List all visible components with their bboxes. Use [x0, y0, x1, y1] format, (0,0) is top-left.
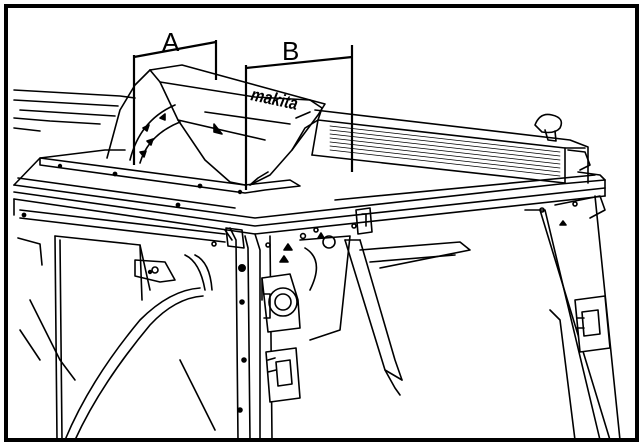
dimension-b-arrow	[245, 55, 353, 70]
dimension-a-arrow	[133, 40, 217, 59]
rip-fence	[311, 109, 606, 184]
label-b: B	[282, 36, 299, 66]
diagram-border	[4, 4, 639, 442]
dimension-markers	[132, 40, 354, 190]
saw-stand	[13, 195, 621, 441]
label-a: A	[162, 27, 180, 57]
